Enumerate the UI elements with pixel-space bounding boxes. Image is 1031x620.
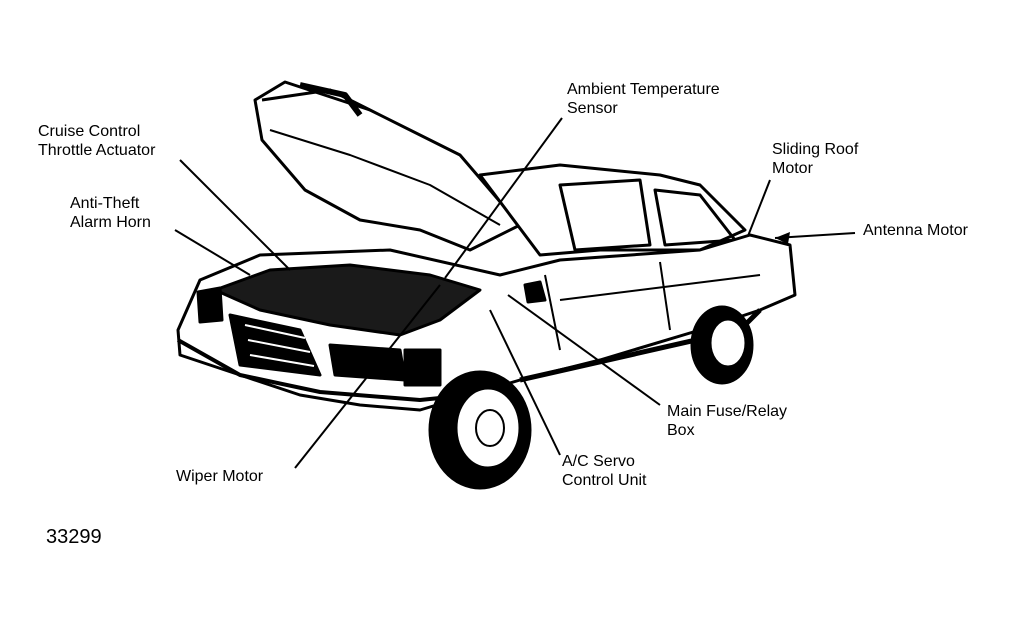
- label-cruise-control-throttle-actuator: Cruise Control Throttle Actuator: [38, 123, 156, 159]
- rear-wheel: [690, 305, 754, 385]
- label-main-fuse-relay-box: Main Fuse/Relay Box: [667, 403, 788, 439]
- label-anti-theft-alarm-horn: Anti-Theft Alarm Horn: [70, 195, 151, 231]
- cabin: [478, 163, 747, 257]
- open-hood: [253, 80, 522, 252]
- front-wheel: [428, 370, 532, 490]
- leader-lines: [174, 117, 856, 469]
- label-antenna-motor: Antenna Motor: [863, 222, 968, 239]
- car-drawing: [176, 80, 797, 490]
- leader-ac-servo: [489, 309, 561, 456]
- leader-cruise-control: [179, 159, 291, 271]
- label-ac-servo-control-unit: A/C Servo Control Unit: [562, 453, 647, 489]
- leader-anti-theft: [174, 229, 251, 276]
- headlight: [328, 343, 407, 382]
- leader-ambient-temp: [444, 117, 563, 279]
- antenna-arrow: [775, 232, 790, 244]
- figure-number: 33299: [46, 526, 102, 548]
- leader-main-fuse: [507, 294, 661, 406]
- leader-sliding-roof: [747, 179, 771, 237]
- label-sliding-roof-motor: Sliding Roof Motor: [772, 141, 859, 177]
- label-wiper-motor: Wiper Motor: [176, 468, 264, 485]
- label-ambient-temperature-sensor: Ambient Temperature Sensor: [567, 81, 720, 117]
- leader-wiper-motor: [294, 284, 441, 469]
